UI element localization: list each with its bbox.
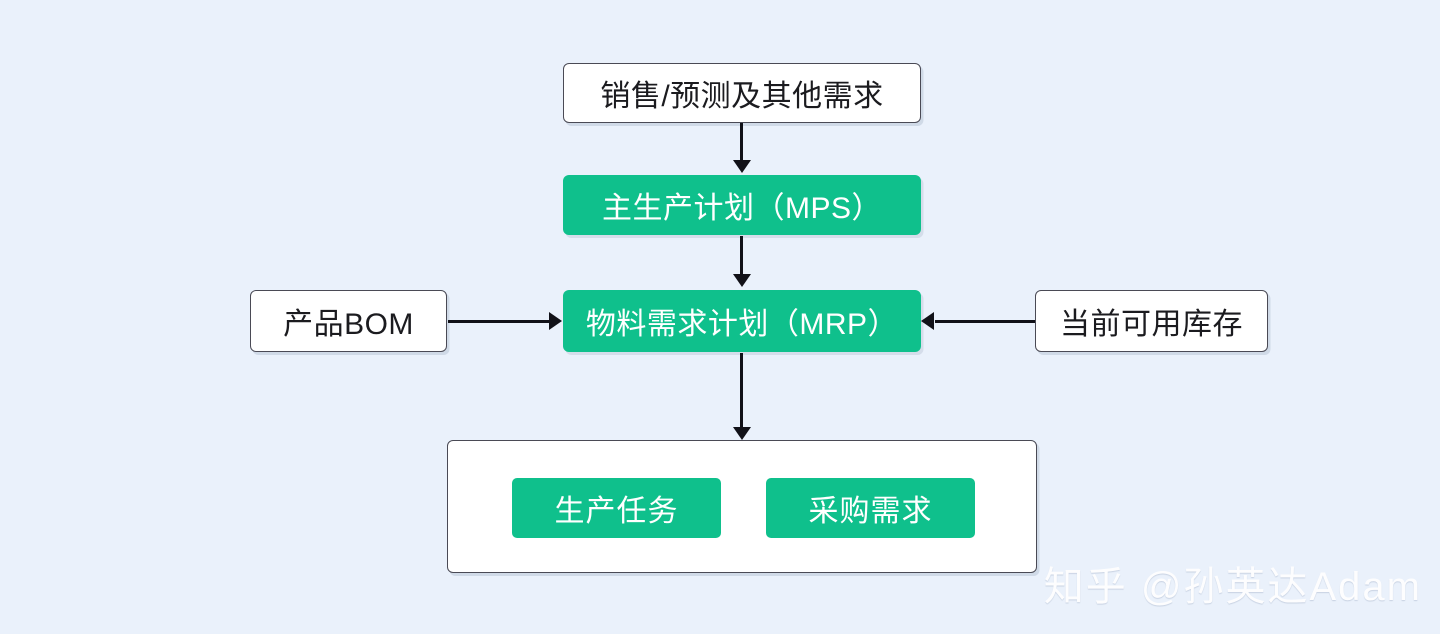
node-material-requirements-planning[interactable]: 物料需求计划（MRP） (563, 290, 921, 352)
node-label: 主生产计划（MPS） (601, 192, 882, 225)
arrow-demand-to-mps-head-icon (733, 160, 751, 173)
node-master-production-schedule[interactable]: 主生产计划（MPS） (563, 175, 921, 235)
node-label: 产品BOM (283, 308, 414, 341)
arrow-mrp-to-outputs-line (740, 353, 743, 429)
output-button-production-task[interactable]: 生产任务 (512, 478, 721, 538)
arrow-mrp-to-outputs-head-icon (733, 427, 751, 440)
watermark: 知乎 @孙英达Adam (1043, 565, 1422, 609)
arrow-demand-to-mps-line (740, 123, 743, 163)
node-label: 当前可用库存 (1060, 308, 1243, 341)
arrow-mps-to-mrp-line (740, 236, 743, 276)
output-button-label: 采购需求 (808, 495, 933, 528)
arrow-bom-to-mrp-head-icon (549, 312, 562, 330)
node-available-inventory[interactable]: 当前可用库存 (1035, 290, 1268, 352)
arrow-bom-to-mrp-line (448, 320, 551, 323)
output-button-label: 生产任务 (554, 495, 679, 528)
arrow-stock-to-mrp-line (935, 320, 1035, 323)
output-button-purchase-requirement[interactable]: 采购需求 (766, 478, 975, 538)
node-label: 销售/预测及其他需求 (600, 80, 884, 113)
node-label: 物料需求计划（MRP） (585, 308, 899, 341)
outputs-container: 生产任务 采购需求 (447, 440, 1037, 573)
arrow-mps-to-mrp-head-icon (733, 274, 751, 287)
arrow-stock-to-mrp-head-icon (921, 312, 934, 330)
node-product-bom[interactable]: 产品BOM (250, 290, 447, 352)
node-sales-forecast-demand[interactable]: 销售/预测及其他需求 (563, 63, 921, 123)
